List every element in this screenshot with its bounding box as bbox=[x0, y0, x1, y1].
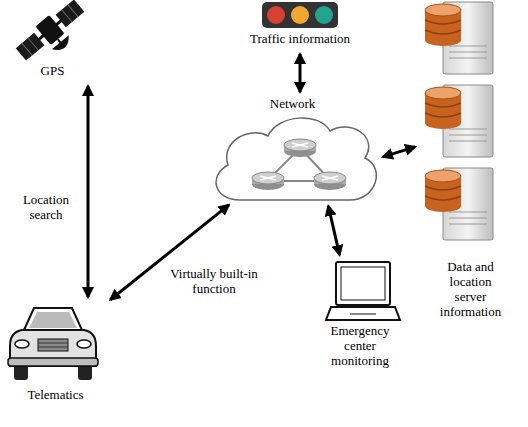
node-label: GPS bbox=[10, 64, 95, 79]
satellite-node: GPS bbox=[10, 2, 95, 83]
server-stack bbox=[425, 2, 493, 240]
connector-label: Virtually built-in function bbox=[160, 266, 268, 298]
node-label: Traffic information bbox=[240, 32, 360, 47]
connector-arrow bbox=[299, 54, 302, 92]
telematics-node: Telematics bbox=[3, 300, 108, 407]
traffic-node: Traffic information bbox=[240, 2, 360, 51]
node-label: Network bbox=[205, 97, 380, 112]
laptop-icon bbox=[326, 262, 400, 320]
network-cloud bbox=[216, 118, 376, 200]
car-icon bbox=[8, 308, 98, 380]
connector-arrow bbox=[87, 86, 90, 297]
router-icon bbox=[252, 172, 284, 190]
server-icon bbox=[425, 2, 493, 74]
server-icon bbox=[425, 168, 493, 240]
connector-label: Location search bbox=[14, 192, 78, 224]
server-icon bbox=[425, 85, 493, 157]
router-icon bbox=[284, 139, 316, 157]
network-node: Network bbox=[205, 95, 380, 203]
traffic-light-icon bbox=[262, 2, 338, 28]
connector-arrow bbox=[328, 206, 339, 255]
server-node: Data and location server information bbox=[418, 2, 523, 324]
emergency-node: Emergency center monitoring bbox=[320, 258, 400, 373]
node-label: Data and location server information bbox=[433, 260, 508, 320]
node-label: Emergency center monitoring bbox=[320, 324, 400, 369]
satellite-icon bbox=[13, 0, 94, 72]
node-label: Telematics bbox=[3, 388, 108, 403]
router-icon bbox=[314, 172, 346, 190]
connector-arrow bbox=[383, 147, 415, 157]
